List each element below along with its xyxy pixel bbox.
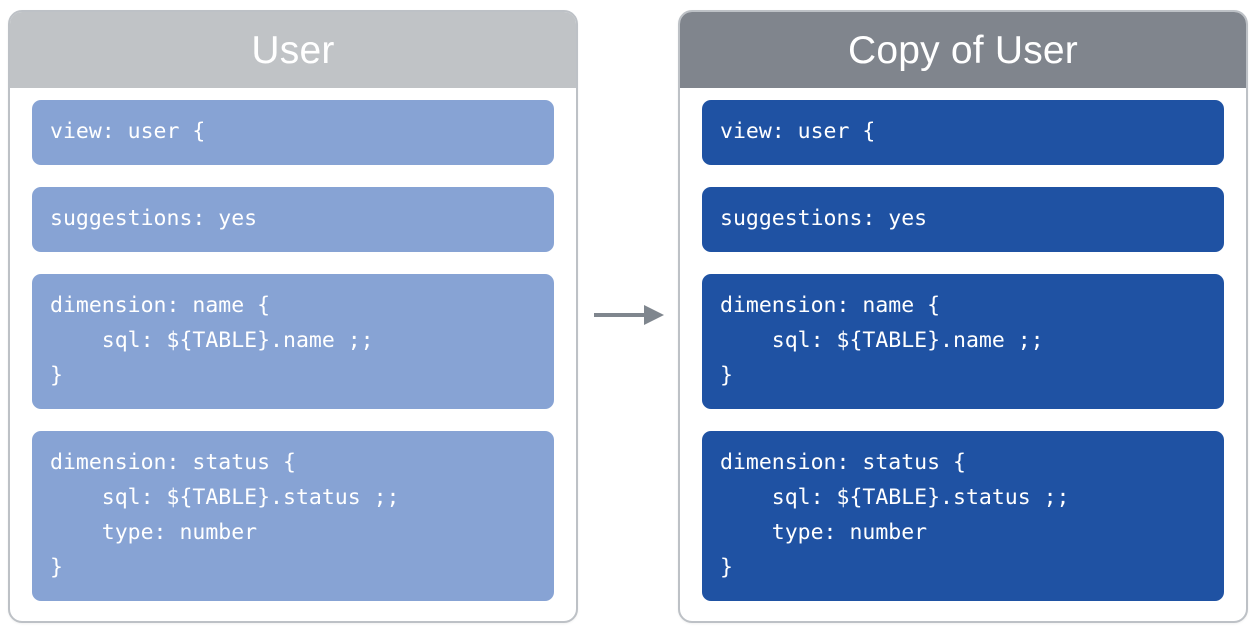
- code-block-dimension-status[interactable]: dimension: status { sql: ${TABLE}.status…: [32, 431, 554, 601]
- panel-copy-header: Copy of User: [680, 12, 1246, 88]
- code-block-view-declaration[interactable]: view: user {: [32, 100, 554, 165]
- panel-source-view: User view: user { suggestions: yes dimen…: [8, 10, 578, 623]
- panel-source-title: User: [251, 28, 335, 72]
- panel-copy-body: view: user { suggestions: yes dimension:…: [680, 88, 1246, 617]
- panel-copy-title: Copy of User: [848, 28, 1078, 72]
- panel-copy-view: Copy of User view: user { suggestions: y…: [678, 10, 1248, 623]
- arrow-right-icon: [594, 305, 664, 325]
- panel-source-body: view: user { suggestions: yes dimension:…: [10, 88, 576, 617]
- code-block-suggestions-parameter[interactable]: suggestions: yes: [702, 187, 1224, 252]
- code-block-view-declaration[interactable]: view: user {: [702, 100, 1224, 165]
- code-block-suggestions-parameter[interactable]: suggestions: yes: [32, 187, 554, 252]
- panel-source-header: User: [10, 12, 576, 88]
- code-block-dimension-name[interactable]: dimension: name { sql: ${TABLE}.name ;; …: [32, 274, 554, 409]
- code-block-dimension-status[interactable]: dimension: status { sql: ${TABLE}.status…: [702, 431, 1224, 601]
- code-block-dimension-name[interactable]: dimension: name { sql: ${TABLE}.name ;; …: [702, 274, 1224, 409]
